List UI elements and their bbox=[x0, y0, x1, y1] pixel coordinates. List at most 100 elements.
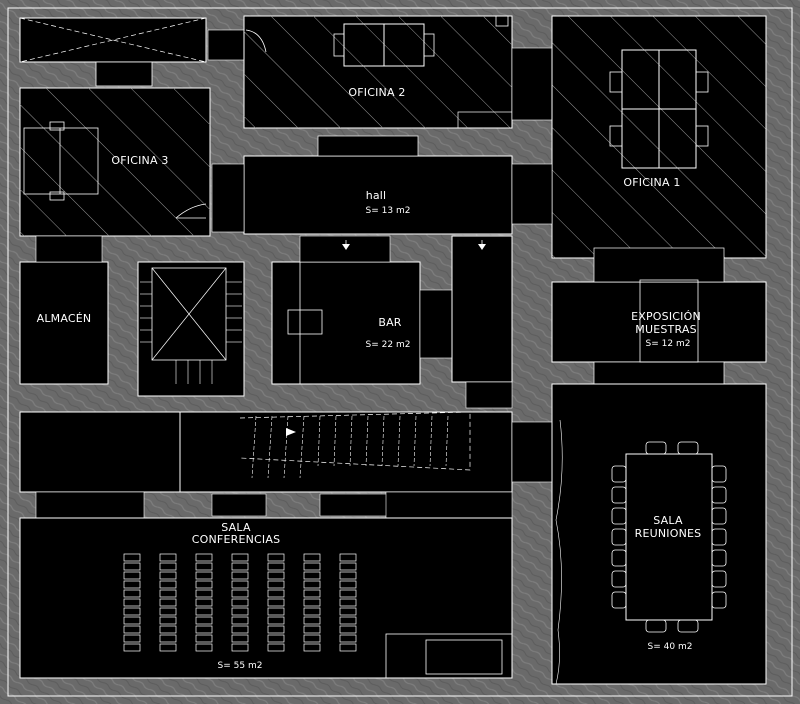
area-sala-reuniones: S= 40 m2 bbox=[648, 642, 693, 652]
seat bbox=[159, 616, 177, 625]
chair bbox=[611, 591, 627, 609]
chair bbox=[711, 507, 727, 525]
room-exposicion bbox=[551, 247, 767, 385]
seat bbox=[195, 625, 213, 634]
label-exposicion-line2: MUESTRAS bbox=[635, 323, 697, 336]
seat bbox=[123, 634, 141, 643]
top-left-room bbox=[19, 17, 207, 87]
seat bbox=[339, 562, 357, 571]
label-sala-conferencias-line1: SALA bbox=[221, 521, 251, 534]
label-hall: hall bbox=[366, 189, 387, 202]
seat bbox=[267, 625, 285, 634]
seat bbox=[159, 598, 177, 607]
seat bbox=[303, 634, 321, 643]
seat bbox=[303, 616, 321, 625]
seat-rows bbox=[123, 553, 357, 652]
chair bbox=[611, 486, 627, 504]
room-almacen bbox=[19, 235, 109, 385]
seat bbox=[231, 562, 249, 571]
seat bbox=[159, 580, 177, 589]
seat bbox=[231, 553, 249, 562]
chair bbox=[711, 591, 727, 609]
area-exposicion: S= 12 m2 bbox=[646, 339, 691, 349]
label-bar: BAR bbox=[378, 316, 401, 329]
seat bbox=[231, 643, 249, 652]
room-sala-reuniones bbox=[551, 383, 767, 685]
seat bbox=[339, 634, 357, 643]
seat bbox=[195, 643, 213, 652]
seat bbox=[123, 607, 141, 616]
chairs-right bbox=[711, 465, 727, 609]
room-hall bbox=[211, 135, 553, 235]
seat bbox=[303, 562, 321, 571]
room-oficina-1 bbox=[551, 15, 767, 259]
seat bbox=[195, 598, 213, 607]
seat bbox=[339, 598, 357, 607]
seat bbox=[339, 571, 357, 580]
label-sala-conferencias-line2: CONFERENCIAS bbox=[192, 533, 281, 546]
seat bbox=[267, 598, 285, 607]
seat bbox=[339, 643, 357, 652]
seat bbox=[267, 562, 285, 571]
seat bbox=[159, 643, 177, 652]
label-almacen: ALMACÉN bbox=[37, 312, 92, 325]
seat bbox=[339, 625, 357, 634]
seat bbox=[159, 562, 177, 571]
seat bbox=[123, 643, 141, 652]
seat bbox=[159, 634, 177, 643]
area-bar: S= 22 m2 bbox=[366, 340, 411, 350]
seat bbox=[267, 607, 285, 616]
seat bbox=[195, 634, 213, 643]
seat bbox=[303, 598, 321, 607]
chair bbox=[711, 486, 727, 504]
chair bbox=[711, 528, 727, 546]
seat bbox=[123, 625, 141, 634]
chair bbox=[711, 570, 727, 588]
chairs-left bbox=[611, 465, 627, 609]
seat bbox=[267, 643, 285, 652]
area-sala-conferencias: S= 55 m2 bbox=[218, 661, 263, 671]
label-oficina-2: OFICINA 2 bbox=[348, 86, 405, 99]
chair bbox=[611, 507, 627, 525]
chair bbox=[611, 570, 627, 588]
seat bbox=[195, 571, 213, 580]
seat bbox=[123, 598, 141, 607]
seat bbox=[303, 580, 321, 589]
seat bbox=[339, 616, 357, 625]
seat bbox=[231, 634, 249, 643]
seat bbox=[195, 580, 213, 589]
room-bar bbox=[271, 235, 513, 409]
plan-frame bbox=[7, 7, 793, 697]
room-oficina-2 bbox=[243, 15, 513, 129]
seat bbox=[339, 553, 357, 562]
seat bbox=[267, 589, 285, 598]
stair-strip bbox=[19, 411, 553, 519]
seat bbox=[159, 553, 177, 562]
seat bbox=[339, 607, 357, 616]
seat bbox=[231, 589, 249, 598]
area-hall: S= 13 m2 bbox=[366, 206, 411, 216]
label-oficina-1: OFICINA 1 bbox=[623, 176, 680, 189]
seat bbox=[159, 607, 177, 616]
chair bbox=[711, 465, 727, 483]
seat bbox=[123, 562, 141, 571]
seat bbox=[267, 571, 285, 580]
stair-core bbox=[137, 261, 245, 397]
seat bbox=[303, 571, 321, 580]
seat bbox=[159, 625, 177, 634]
label-oficina-3: OFICINA 3 bbox=[111, 154, 168, 167]
chair bbox=[611, 465, 627, 483]
seat bbox=[339, 580, 357, 589]
chairs-top bbox=[645, 441, 699, 455]
seat bbox=[303, 643, 321, 652]
seat bbox=[267, 616, 285, 625]
label-sala-reuniones-line2: REUNIONES bbox=[635, 527, 702, 540]
chair bbox=[611, 528, 627, 546]
seat bbox=[123, 553, 141, 562]
seat bbox=[123, 616, 141, 625]
seat bbox=[267, 634, 285, 643]
chair bbox=[611, 549, 627, 567]
seat bbox=[267, 553, 285, 562]
seat bbox=[195, 562, 213, 571]
